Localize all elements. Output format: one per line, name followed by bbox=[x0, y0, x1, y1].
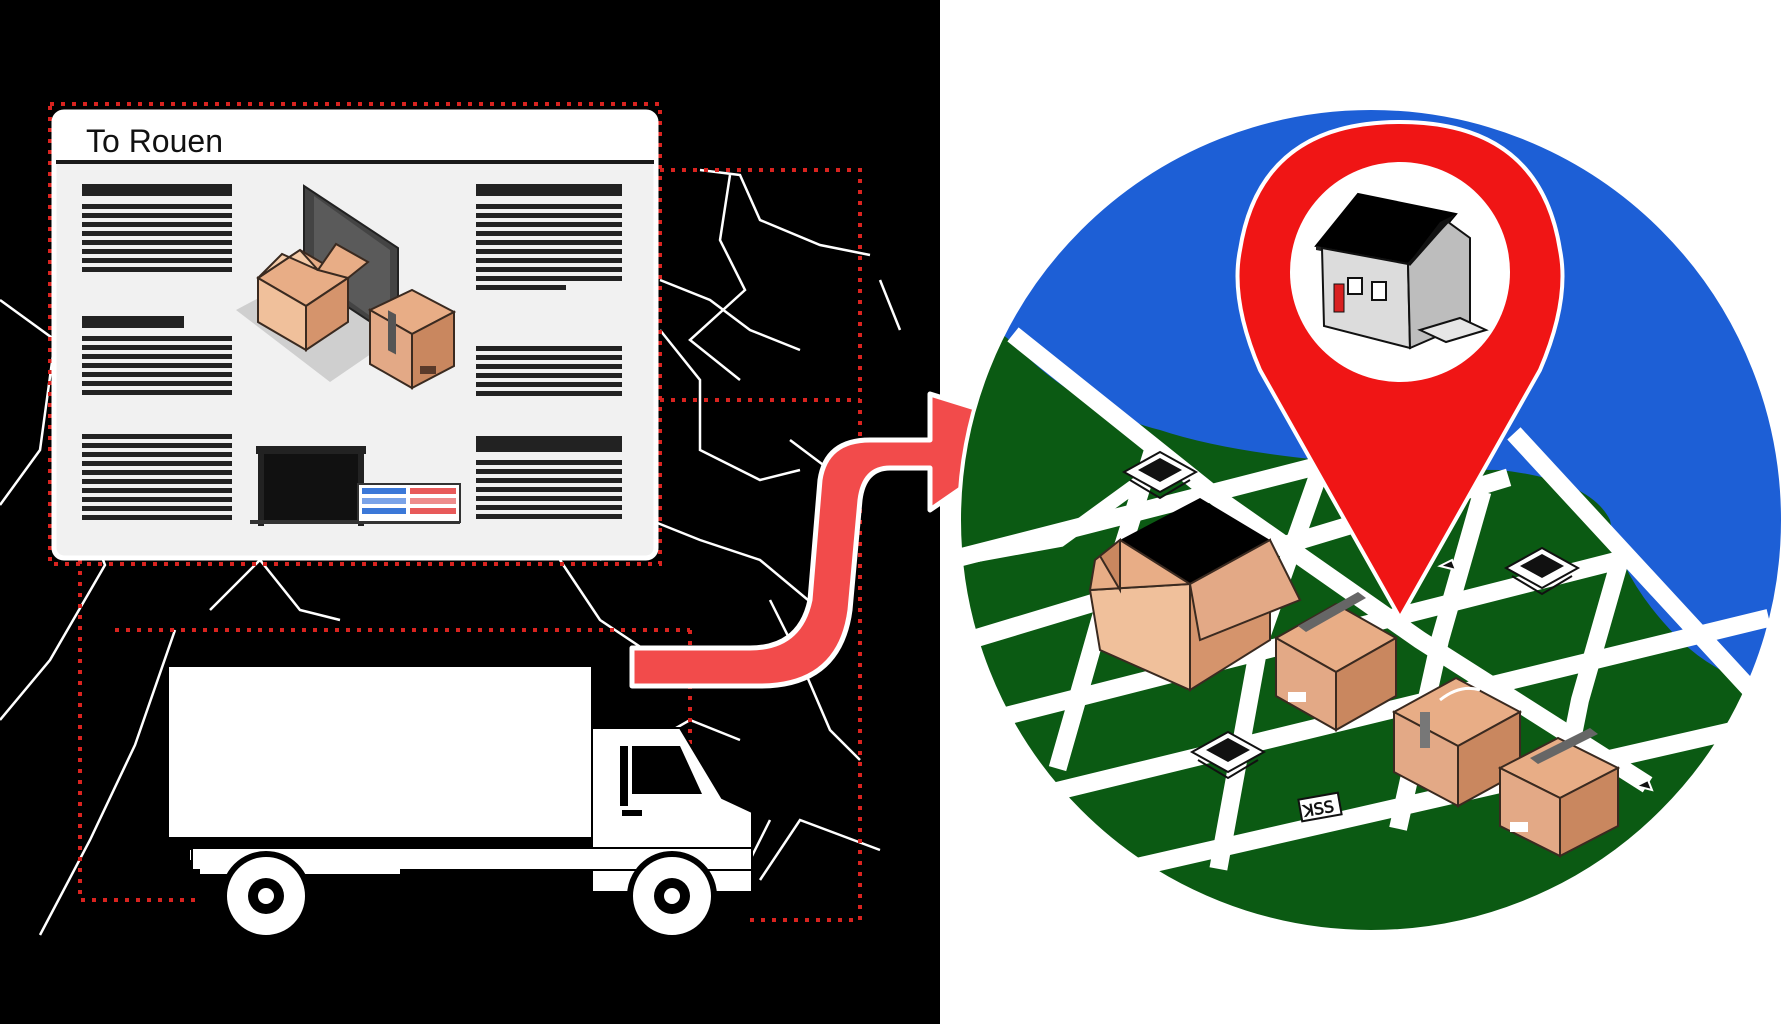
text-block-right-top bbox=[476, 184, 622, 290]
road-lines bbox=[0, 168, 902, 936]
parcel-locker-icon bbox=[1503, 546, 1581, 596]
parcel-locker-icon bbox=[1121, 450, 1199, 500]
delivery-truck-icon bbox=[167, 665, 753, 941]
text-block-left-bottom bbox=[82, 434, 232, 520]
cardboard-box-icon bbox=[1391, 676, 1523, 808]
text-block-right-bottom bbox=[476, 436, 622, 519]
parcel-locker-icon bbox=[1189, 730, 1267, 780]
shipping-document-panel: To Rouen bbox=[51, 109, 659, 561]
cardboard-box-icon bbox=[367, 288, 457, 390]
shipping-form-icon bbox=[357, 483, 461, 523]
plate-text: ꓘꓢꓢ bbox=[1300, 799, 1335, 821]
loading-dock-illustration bbox=[250, 446, 460, 526]
house-icon bbox=[1314, 192, 1489, 350]
cardboard-box-icon bbox=[1273, 592, 1399, 732]
plate-sign: ꓘꓢꓢ bbox=[1297, 791, 1343, 823]
text-block-left-middle bbox=[82, 316, 232, 395]
cardboard-box-icon bbox=[1497, 728, 1621, 858]
text-block-right-middle bbox=[476, 346, 622, 396]
cardboard-box-icon bbox=[256, 242, 370, 352]
map-border bbox=[957, 106, 1785, 934]
panel-title: To Rouen bbox=[86, 123, 223, 159]
open-box-icon bbox=[1088, 498, 1302, 692]
small-marker-icon bbox=[1437, 558, 1654, 792]
text-block-left-top bbox=[82, 184, 232, 272]
curved-arrow-icon bbox=[629, 391, 1049, 689]
